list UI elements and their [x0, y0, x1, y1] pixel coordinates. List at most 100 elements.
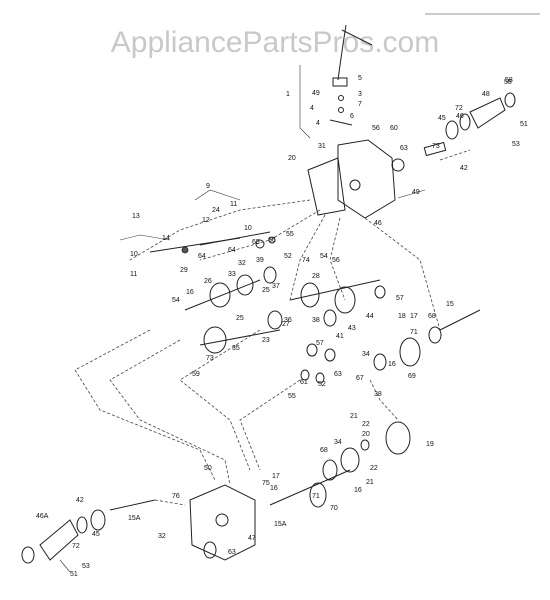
bracket-lead: [299, 65, 311, 139]
collar-2-part: [268, 236, 276, 244]
part-label-27: 27: [282, 321, 290, 328]
washer-68-part: [428, 326, 442, 344]
part-label-12: 12: [202, 217, 210, 224]
part-label-38: 38: [374, 391, 382, 398]
lever-bracket-part: [332, 77, 348, 87]
fork-shaft-2-part: [199, 231, 271, 246]
part-label-64: 64: [228, 247, 236, 254]
part-label-20: 20: [288, 155, 296, 162]
part-label-19: 19: [426, 441, 434, 448]
gear-19-part: [385, 421, 411, 455]
part-label-17: 17: [272, 473, 280, 480]
part-label-16: 16: [186, 289, 194, 296]
part-label-63: 63: [334, 371, 342, 378]
upper-housing: [307, 92, 516, 219]
gear-38-part: [300, 282, 320, 308]
part-label-47: 47: [248, 535, 256, 542]
alignment-line-9: [239, 379, 301, 471]
lower-gears: [269, 421, 411, 508]
watermark-text: AppliancePartsPros.com: [111, 26, 439, 59]
gear-44-part: [334, 286, 356, 314]
part-label-34: 34: [334, 439, 342, 446]
bearing-58-part: [504, 92, 516, 108]
detent-ball-part: [181, 246, 189, 254]
part-label-10: 10: [244, 225, 252, 232]
part-label-3: 3: [358, 91, 362, 98]
bolt-lead: [397, 189, 426, 199]
part-label-5: 5: [358, 75, 362, 82]
part-label-22: 22: [370, 465, 378, 472]
part-label-63: 63: [228, 549, 236, 556]
lower-housing-part: [189, 484, 256, 561]
shift-fork-assembly: [119, 189, 276, 254]
part-label-28: 28: [312, 273, 320, 280]
shift-lever-part: [337, 24, 347, 81]
washer-61-part: [300, 369, 310, 381]
upper-housing-part: [337, 139, 396, 219]
part-label-55: 55: [286, 231, 294, 238]
gear-43-part: [323, 309, 337, 327]
part-label-35: 35: [232, 345, 240, 352]
gear-34-part: [373, 353, 387, 371]
part-label-53: 53: [512, 141, 520, 148]
axle-46A-part: [39, 519, 79, 561]
part-label-46: 46: [374, 220, 382, 227]
shift-rod-part: [341, 29, 373, 46]
part-label-54: 54: [320, 253, 328, 260]
part-label-73: 73: [206, 355, 214, 362]
lower-housing: [21, 484, 256, 573]
washer-63-part: [315, 372, 325, 384]
part-label-32: 32: [158, 533, 166, 540]
part-label-23: 23: [262, 337, 270, 344]
part-label-4: 4: [310, 105, 314, 112]
part-label-45: 45: [438, 115, 446, 122]
part-label-49: 49: [412, 189, 420, 196]
part-label-34: 34: [362, 351, 370, 358]
part-label-51: 51: [520, 121, 528, 128]
part-label-68: 68: [320, 447, 328, 454]
part-label-42: 42: [76, 497, 84, 504]
housing-bore-part: [349, 179, 361, 191]
part-label-25: 25: [236, 315, 244, 322]
alignment-line-6: [74, 329, 216, 481]
part-label-21: 21: [366, 479, 374, 486]
part-label-26: 26: [204, 278, 212, 285]
part-label-29: 29: [180, 267, 188, 274]
part-label-56: 56: [372, 125, 380, 132]
part-label-13: 13: [132, 213, 140, 220]
part-label-49: 49: [312, 90, 320, 97]
seal-63-part: [203, 541, 217, 559]
part-label-24: 24: [212, 207, 220, 214]
part-label-45: 45: [92, 531, 100, 538]
part-label-65: 65: [252, 239, 260, 246]
part-label-33: 33: [228, 271, 236, 278]
shaft-15-part: [439, 309, 481, 331]
part-label-10: 10: [130, 251, 138, 258]
gasket-part: [307, 157, 346, 216]
part-label-56: 56: [332, 257, 340, 264]
part-label-76: 76: [172, 493, 180, 500]
part-label-63: 63: [400, 145, 408, 152]
gear-train: [184, 266, 481, 384]
part-label-25: 25: [262, 287, 270, 294]
upper-axle-part: [423, 141, 447, 157]
washer-part: [338, 107, 344, 113]
shaft-36-part: [289, 279, 381, 301]
alignment-line-4: [329, 217, 346, 301]
washer-72b-part: [76, 516, 88, 534]
washer-52-part: [324, 348, 336, 362]
part-label-21: 21: [350, 413, 358, 420]
part-label-7: 7: [358, 101, 362, 108]
washer-21-part: [360, 439, 370, 451]
gear-26-part: [209, 282, 231, 308]
washer-72-part: [459, 113, 471, 131]
part-label-52: 52: [318, 381, 326, 388]
part-label-71: 71: [410, 329, 418, 336]
axle-15A-part: [109, 499, 156, 511]
spring-part: [338, 95, 344, 101]
part-label-71: 71: [312, 493, 320, 500]
gear-32-part: [263, 266, 277, 284]
part-label-57: 57: [316, 340, 324, 347]
part-label-11: 11: [130, 271, 137, 278]
part-label-16: 16: [388, 361, 396, 368]
